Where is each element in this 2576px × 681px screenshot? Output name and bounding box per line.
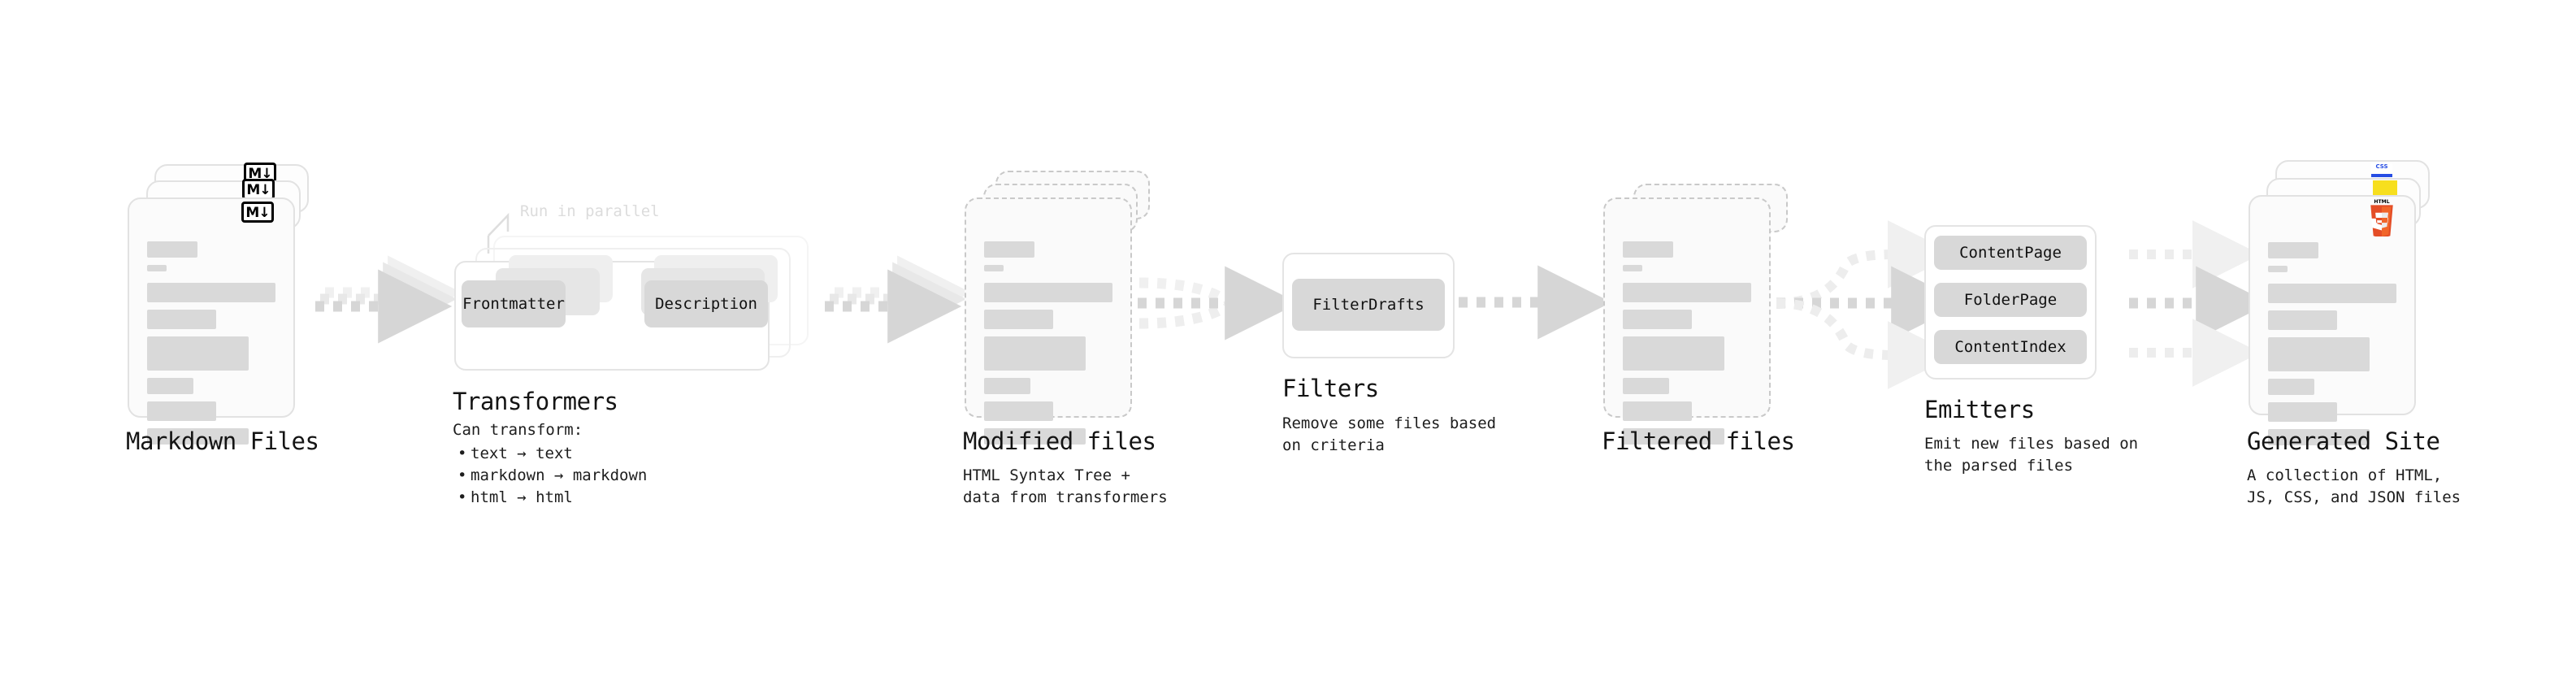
bar <box>2268 337 2370 371</box>
filtered-doc-bars <box>1623 241 1751 452</box>
bar <box>147 336 249 371</box>
bar <box>984 336 1086 371</box>
transformers-bullets: text → text markdown → markdown html → h… <box>453 443 647 509</box>
bar <box>984 283 1112 302</box>
filters-subtitle: Remove some files based on criteria <box>1282 414 1497 454</box>
modified-doc-front <box>965 197 1132 445</box>
bar <box>984 265 1004 271</box>
generated-doc-bars <box>2268 242 2396 453</box>
arrow-transformers-to-modified <box>825 255 972 344</box>
bar <box>147 378 193 394</box>
bar <box>2268 242 2318 258</box>
markdown-badge-mid: M↓ <box>242 179 275 200</box>
bar <box>1623 310 1693 329</box>
bar <box>2268 284 2396 303</box>
transformers-bullet-0: text → text <box>458 443 647 465</box>
modified-doc-bars <box>984 241 1112 452</box>
bar <box>2268 266 2288 272</box>
run-in-parallel-label: Run in parallel <box>520 202 660 220</box>
bar <box>1623 336 1724 371</box>
bar <box>147 428 249 445</box>
generated-site-subtitle: A collection of HTML, JS, CSS, and JSON … <box>2247 466 2461 506</box>
bar <box>147 283 275 302</box>
arrow-emitters-to-site <box>2129 220 2270 387</box>
emitter-node-contentpage[interactable]: ContentPage <box>1934 236 2087 270</box>
transformers-subtitle: Can transform: <box>453 421 583 439</box>
bar <box>147 310 217 329</box>
emitters-subtitle: Emit new files based on the parsed files <box>1924 435 2139 475</box>
transformers-bullet-2: html → html <box>458 487 647 509</box>
markdown-badge-label-back: M <box>248 166 262 182</box>
bar <box>984 401 1054 421</box>
bar <box>1623 265 1642 271</box>
markdown-badge-front: M↓ <box>241 202 274 223</box>
js-badge <box>2373 180 2397 195</box>
markdown-badge-label-mid: M <box>246 182 260 198</box>
html5-badge: HTML <box>2366 199 2397 239</box>
bar <box>984 428 1086 445</box>
bar <box>2268 310 2338 330</box>
bar <box>1623 401 1693 421</box>
css-badge-label: CSS <box>2375 163 2388 170</box>
stage-title-modified-files: Modified files <box>963 427 1156 455</box>
markdown-doc-bars <box>147 241 275 452</box>
stage-title-markdown-files: Markdown Files <box>126 427 319 455</box>
emitter-node-folderpage[interactable]: FolderPage <box>1934 283 2087 317</box>
transformer-node-frontmatter[interactable]: Frontmatter <box>462 280 566 327</box>
emitter-node-contentindex[interactable]: ContentIndex <box>1934 330 2087 364</box>
bar <box>1623 378 1669 394</box>
arrow-modified-to-filters <box>1138 266 1299 340</box>
bar <box>1623 283 1751 302</box>
bar <box>2268 379 2314 395</box>
transformers-bullet-1: markdown → markdown <box>458 465 647 487</box>
bar <box>984 310 1054 329</box>
stage-title-transformers: Transformers <box>453 388 618 415</box>
markdown-doc-front <box>128 197 295 445</box>
arrow-markdown-to-transformers <box>315 255 462 344</box>
bar <box>2268 402 2338 422</box>
html5-icon: HTML <box>2370 199 2393 239</box>
bar <box>2268 429 2370 445</box>
bar <box>147 265 167 271</box>
bar <box>984 241 1034 258</box>
bar <box>1623 428 1724 445</box>
markdown-badge-label-front: M <box>245 205 259 221</box>
css-badge: CSS <box>2371 163 2392 177</box>
stage-title-emitters: Emitters <box>1924 396 2035 423</box>
markdown-badge-back: M↓ <box>244 163 276 184</box>
filtered-doc-front <box>1603 197 1771 445</box>
modified-files-subtitle: HTML Syntax Tree + data from transformer… <box>963 466 1168 506</box>
stage-title-generated-site: Generated Site <box>2247 427 2440 455</box>
bar <box>1623 241 1673 258</box>
transformer-node-description[interactable]: Description <box>644 280 768 327</box>
bar <box>984 378 1030 394</box>
stage-title-filtered-files: Filtered files <box>1602 427 1795 455</box>
arrow-filtered-to-emitters <box>1776 220 1966 389</box>
svg-text:HTML: HTML <box>2374 199 2389 205</box>
bar <box>147 401 217 421</box>
filter-node-filterdrafts[interactable]: FilterDrafts <box>1292 279 1445 331</box>
stage-title-filters: Filters <box>1282 375 1379 402</box>
bar <box>147 241 197 258</box>
